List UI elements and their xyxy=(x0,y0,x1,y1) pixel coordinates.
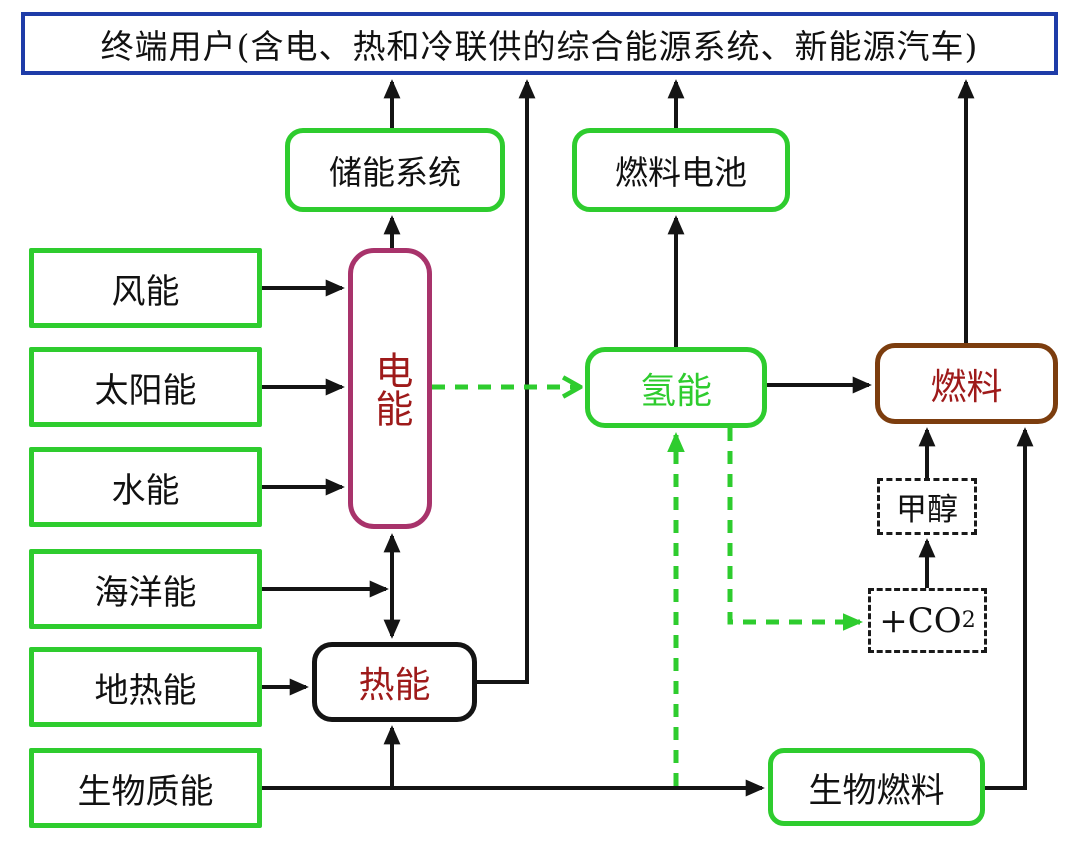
end-user-banner: 终端用户(含电、热和冷联供的综合能源系统、新能源汽车) xyxy=(21,12,1058,75)
node-methanol-label: 甲醇 xyxy=(896,492,958,528)
node-biomass-energy: 生物质能 xyxy=(29,748,262,828)
node-fuel-cell-label: 燃料电池 xyxy=(615,153,747,192)
node-geothermal-energy-label: 地热能 xyxy=(94,670,197,711)
node-thermal-energy: 热能 xyxy=(312,642,477,722)
node-thermal-energy-label: 热能 xyxy=(358,665,431,706)
node-biomass-energy-label: 生物质能 xyxy=(77,771,214,812)
dashed-arrow-hydrogen-to-co2 xyxy=(727,428,863,631)
node-co2-label: +CO xyxy=(879,600,962,641)
node-solar-energy-label: 太阳能 xyxy=(94,370,197,411)
node-hydrogen-energy: 氢能 xyxy=(585,347,767,428)
node-solar-energy: 太阳能 xyxy=(29,347,262,427)
node-hydrogen-energy-label: 氢能 xyxy=(639,370,712,412)
node-electric-energy: 电能 xyxy=(348,248,432,529)
node-fuel-cell: 燃料电池 xyxy=(572,128,790,212)
node-electric-energy-label: 电能 xyxy=(368,350,413,427)
node-wind-energy-label: 风能 xyxy=(111,271,180,312)
node-methanol: 甲醇 xyxy=(877,478,977,535)
node-energy-storage-label: 储能系统 xyxy=(329,153,461,192)
node-fuel: 燃料 xyxy=(875,343,1058,424)
node-fuel-label: 燃料 xyxy=(930,366,1003,408)
node-wind-energy: 风能 xyxy=(29,248,262,328)
arrow-heat-to-enduser xyxy=(477,79,536,684)
node-hydro-energy-label: 水能 xyxy=(111,470,180,511)
node-geothermal-energy: 地热能 xyxy=(29,647,262,727)
end-user-banner-label: 终端用户(含电、热和冷联供的综合能源系统、新能源汽车) xyxy=(100,26,979,66)
arrow-biofuel-to-fuel xyxy=(985,427,1034,790)
node-hydro-energy: 水能 xyxy=(29,447,262,527)
node-ocean-energy: 海洋能 xyxy=(29,549,262,629)
node-ocean-energy-label: 海洋能 xyxy=(94,572,197,613)
node-biofuel-label: 生物燃料 xyxy=(808,770,945,811)
node-biofuel: 生物燃料 xyxy=(768,748,985,826)
node-energy-storage: 储能系统 xyxy=(285,128,505,212)
